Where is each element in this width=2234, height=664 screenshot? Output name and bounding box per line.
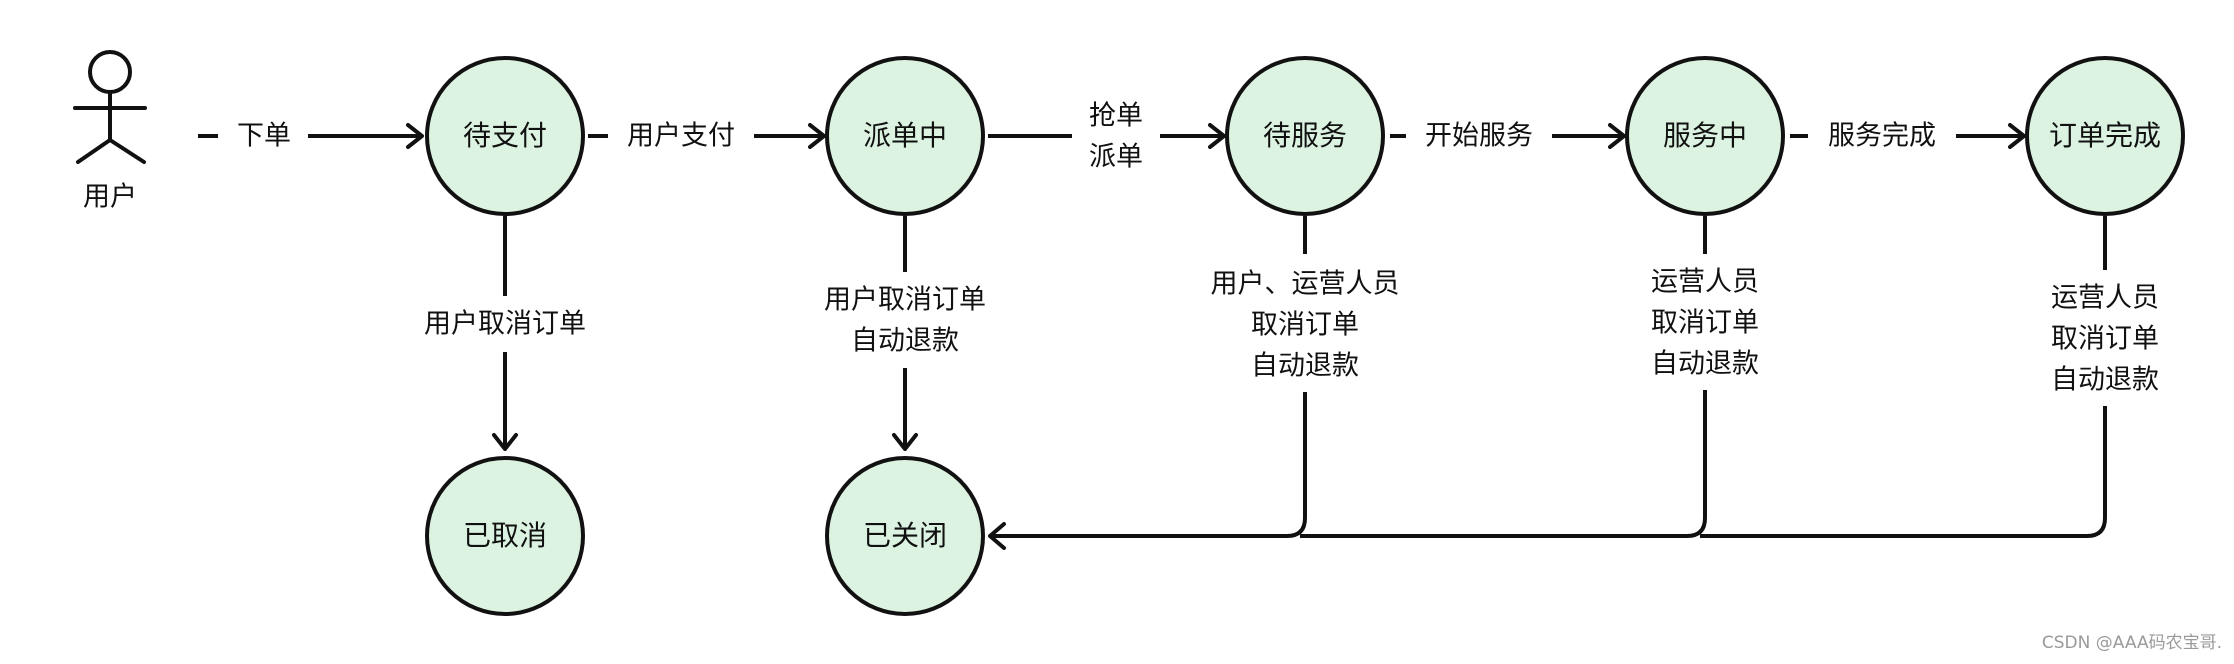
state-label-pending-service: 待服务: [1263, 119, 1347, 152]
edge-start-service: 开始服务: [1390, 121, 1626, 152]
watermark: CSDN @AAA码农宝哥.: [2042, 633, 2222, 653]
edge-label-inservice-cancel-1: 运营人员: [1651, 267, 1759, 298]
edge-label-pay-cancel: 用户取消订单: [424, 309, 586, 340]
state-pending-payment: 待支付: [425, 56, 585, 216]
edge-pay-cancel: 用户取消订单: [424, 216, 586, 451]
edge-user-pay: 用户支付: [588, 121, 826, 152]
state-label-closed: 已关闭: [863, 519, 947, 552]
edge-service-done: 服务完成: [1790, 121, 2026, 152]
edge-label-completed-cancel-3: 自动退款: [2051, 365, 2159, 396]
edge-label-user-pay: 用户支付: [627, 121, 735, 152]
state-closed: 已关闭: [825, 456, 985, 616]
state-completed: 订单完成: [2025, 56, 2185, 216]
edge-label-completed-cancel-1: 运营人员: [2051, 283, 2159, 314]
edge-label-completed-cancel-2: 取消订单: [2051, 324, 2159, 355]
user-actor: 用户: [73, 50, 147, 213]
edge-label-grab: 抢单: [1089, 101, 1143, 132]
edge-place-order: 下单: [198, 121, 424, 152]
state-label-in-service: 服务中: [1663, 119, 1747, 152]
edge-grab-dispatch: 抢单 派单: [988, 101, 1226, 173]
edge-label-place-order: 下单: [237, 121, 291, 152]
stick-figure-icon: [73, 50, 147, 164]
state-label-cancelled: 已取消: [463, 519, 547, 552]
edge-pending-cancel: 用户、运营人员 取消订单 自动退款: [990, 216, 1400, 538]
edge-label-pending-cancel-2: 取消订单: [1251, 310, 1359, 341]
edge-label-pending-cancel-3: 自动退款: [1251, 351, 1359, 382]
state-in-service: 服务中: [1625, 56, 1785, 216]
edge-label-dispatch: 派单: [1089, 142, 1143, 173]
state-cancelled: 已取消: [425, 456, 585, 616]
edge-label-inservice-cancel-2: 取消订单: [1651, 308, 1759, 339]
edge-inservice-cancel: 运营人员 取消订单 自动退款: [1300, 216, 1759, 538]
state-dispatching: 派单中: [825, 56, 985, 216]
edge-dispatch-cancel: 用户取消订单 自动退款: [824, 216, 986, 451]
edge-label-dispatch-cancel-1: 用户取消订单: [824, 285, 986, 316]
edge-label-inservice-cancel-3: 自动退款: [1651, 349, 1759, 380]
edge-label-start-service: 开始服务: [1425, 121, 1533, 152]
actor-label: 用户: [83, 182, 137, 213]
edge-label-service-done: 服务完成: [1828, 121, 1936, 152]
edge-label-dispatch-cancel-2: 自动退款: [851, 326, 959, 357]
state-label-completed: 订单完成: [2049, 119, 2161, 152]
state-label-pending-payment: 待支付: [463, 119, 547, 152]
edge-label-pending-cancel-1: 用户、运营人员: [1211, 269, 1400, 300]
edge-completed-cancel: 运营人员 取消订单 自动退款: [988, 216, 2159, 550]
state-label-dispatching: 派单中: [863, 119, 947, 152]
state-pending-service: 待服务: [1225, 56, 1385, 216]
